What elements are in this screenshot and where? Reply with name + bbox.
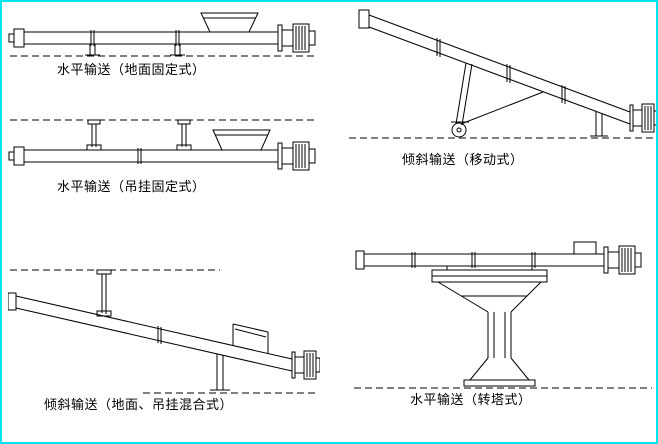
feed-hopper: [200, 12, 259, 33]
figure-horizontal-ground-fixed-drawing: [8, 12, 316, 57]
hanger-rods: [86, 119, 192, 151]
figure-horizontal-hanging-fixed-drawing: [8, 119, 316, 171]
feed-hopper: [232, 323, 269, 354]
drive-motor: [277, 141, 316, 171]
drive-motor: [291, 350, 320, 380]
figure-label-horizontal-hanging-fixed: 水平输送（吊挂固定式）: [57, 180, 206, 195]
figure-label-horizontal-ground-fixed: 水平输送（地面固定式）: [57, 63, 206, 78]
wheel: [451, 122, 467, 138]
conveyor-tube: [8, 292, 293, 372]
figure-horizontal-hanging-fixed: [8, 114, 320, 186]
figure-label-inclined-mixed: 倾斜输送（地面、吊挂混合式）: [44, 398, 234, 413]
figure-inclined-mixed-drawing: [8, 269, 320, 394]
support-stand: [590, 112, 608, 137]
drive-motor: [603, 245, 642, 275]
figure-horizontal-turret-drawing: [354, 241, 652, 389]
figure-inclined-mixed: [8, 260, 320, 400]
hanger-rod: [96, 269, 112, 317]
figure-horizontal-ground-fixed: [8, 10, 320, 68]
drive-motor: [629, 103, 656, 133]
figure-label-horizontal-turret: 水平输送（转塔式）: [410, 393, 532, 408]
support-legs: [85, 44, 185, 56]
feed-hopper: [212, 129, 271, 151]
turret-tower: [431, 266, 548, 387]
support-post: [210, 354, 230, 391]
conveyor-tube: [355, 250, 604, 270]
mobile-frame: [451, 62, 544, 126]
inlet-box: [573, 241, 597, 255]
figure-inclined-mobile-drawing: [349, 9, 656, 139]
drive-motor: [277, 23, 316, 53]
figure-inclined-mobile: [347, 6, 656, 154]
conveyor-tube: [358, 9, 631, 125]
figure-label-inclined-mobile: 倾斜输送（移动式）: [402, 153, 524, 168]
figure-horizontal-turret: [352, 230, 656, 398]
